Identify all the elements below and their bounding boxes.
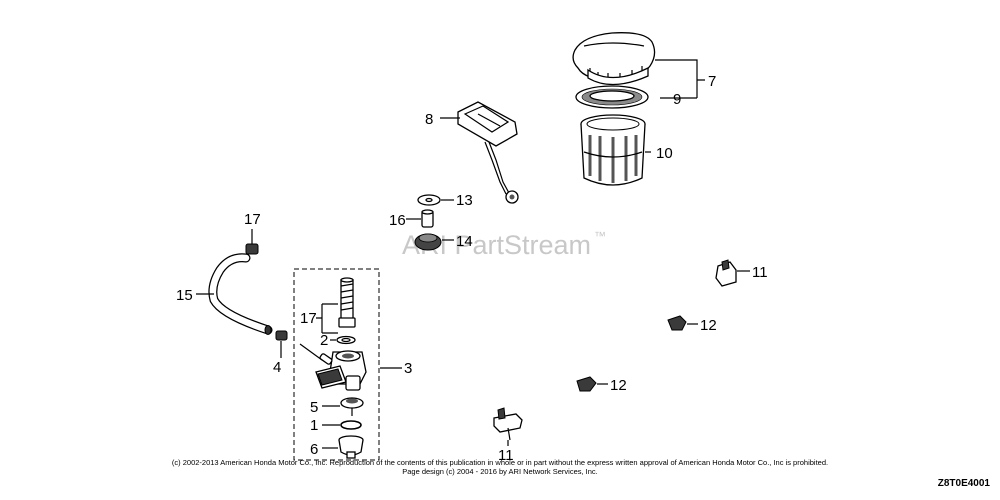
- tube-clip-lower-part[interactable]: [275, 330, 288, 341]
- callout-12-upper: 12: [700, 317, 717, 334]
- copyright-line-2: Page design (c) 2004 - 2016 by ARI Netwo…: [402, 467, 598, 476]
- watermark-trademark: ™: [594, 229, 606, 243]
- callout-2: 3: [404, 360, 412, 377]
- callout-4: 2: [320, 332, 328, 349]
- o-ring-part[interactable]: [340, 420, 362, 430]
- clip-12-lower-part[interactable]: [576, 376, 597, 392]
- valve-filter-part[interactable]: [340, 397, 364, 416]
- bracket-11-upper-part[interactable]: [715, 259, 737, 287]
- callout-3: 17: [300, 310, 317, 327]
- callout-16: 16: [389, 212, 406, 229]
- callout-10: 10: [656, 145, 673, 162]
- callout-13: 13: [456, 192, 473, 209]
- callout-11-upper: 11: [752, 264, 768, 281]
- copyright-line-1: (c) 2002-2013 American Honda Motor Co., …: [172, 458, 828, 467]
- clip-12-upper-part[interactable]: [667, 315, 687, 331]
- callout-5: 5: [310, 399, 318, 416]
- valve-bolt-part[interactable]: [338, 277, 356, 328]
- collar-16-part[interactable]: [421, 209, 434, 228]
- grommet-14-part[interactable]: [414, 233, 442, 251]
- bracket-11-lower-part[interactable]: [493, 407, 523, 441]
- cap-gasket-part[interactable]: [575, 85, 649, 109]
- callout-8: 8: [425, 111, 433, 128]
- valve-washer-part[interactable]: [336, 335, 356, 345]
- callout-14: 14: [456, 233, 473, 250]
- fuel-strainer-part[interactable]: [580, 114, 646, 186]
- fuel-tube-part[interactable]: [208, 253, 273, 335]
- callout-12-lower: 12: [610, 377, 627, 394]
- diagram-code: Z8T0E4001: [938, 478, 991, 489]
- callout-6: 6: [310, 441, 318, 458]
- tube-clip-upper-part[interactable]: [245, 243, 259, 255]
- callout-17-lower: 4: [273, 359, 281, 376]
- fuel-gauge-part[interactable]: [457, 101, 519, 204]
- valve-cup-part[interactable]: [338, 435, 364, 459]
- fuel-valve-assembly-box: [293, 268, 380, 461]
- callout-17-upper: 17: [244, 211, 261, 228]
- washer-13-part[interactable]: [417, 194, 441, 206]
- callout-1: 1: [310, 417, 318, 434]
- callout-15: 15: [176, 287, 193, 304]
- callout-11-lower: 11: [498, 447, 514, 464]
- callout-7: 7: [708, 73, 716, 90]
- callout-9: 9: [673, 91, 681, 108]
- fuel-cap-part[interactable]: [572, 32, 656, 86]
- fuel-valve-body-part[interactable]: [299, 343, 367, 391]
